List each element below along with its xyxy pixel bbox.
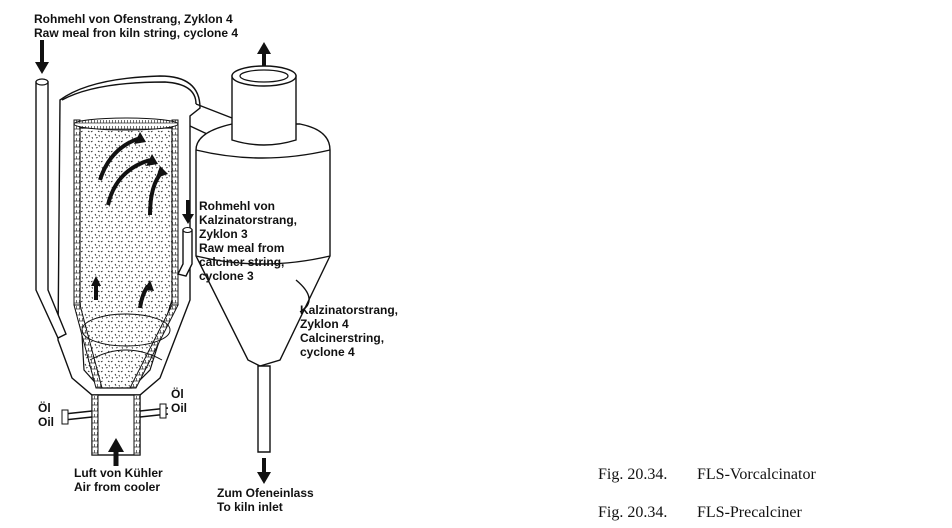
figure-caption-en: Fig. 20.34. FLS-Precalciner: [598, 504, 803, 521]
label-to-kiln-inlet: Zum Ofeneinlass To kiln inlet: [217, 486, 317, 514]
leader-line: [295, 279, 310, 313]
oil-burner-left: [61, 409, 93, 425]
label-oil-right: Öl Oil: [171, 386, 187, 415]
label-raw-meal-kiln: Rohmehl von Ofenstrang, Zyklon 4 Raw mea…: [34, 12, 238, 40]
svg-text:Fig. 20.34.: Fig. 20.34.: [598, 466, 667, 483]
oil-burner-right: [139, 403, 169, 419]
svg-text:FLS-Precalciner: FLS-Precalciner: [697, 504, 803, 521]
label-raw-meal-calciner: Rohmehl von Kalzinatorstrang, Zyklon 3 R…: [199, 199, 300, 283]
svg-text:Fig. 20.34.: Fig. 20.34.: [598, 504, 667, 521]
calciner-raw-meal-pipe: [176, 200, 194, 277]
calciner-vessel: [57, 75, 201, 396]
figure-caption-de: Fig. 20.34. FLS-Vorcalcinator: [598, 466, 816, 483]
label-oil-left: Öl Oil: [38, 400, 54, 429]
flow-arrows: [94, 136, 164, 309]
svg-text:FLS-Vorcalcinator: FLS-Vorcalcinator: [697, 466, 816, 483]
air-inlet-duct: [91, 394, 141, 466]
label-air-from-cooler: Luft von Kühler Air from cooler: [74, 466, 166, 494]
label-calciner-cyclone: Kalzinatorstrang, Zyklon 4 Calcinerstrin…: [300, 303, 401, 359]
cyclone-4: [195, 42, 331, 484]
kiln-raw-meal-pipe: [35, 40, 67, 339]
